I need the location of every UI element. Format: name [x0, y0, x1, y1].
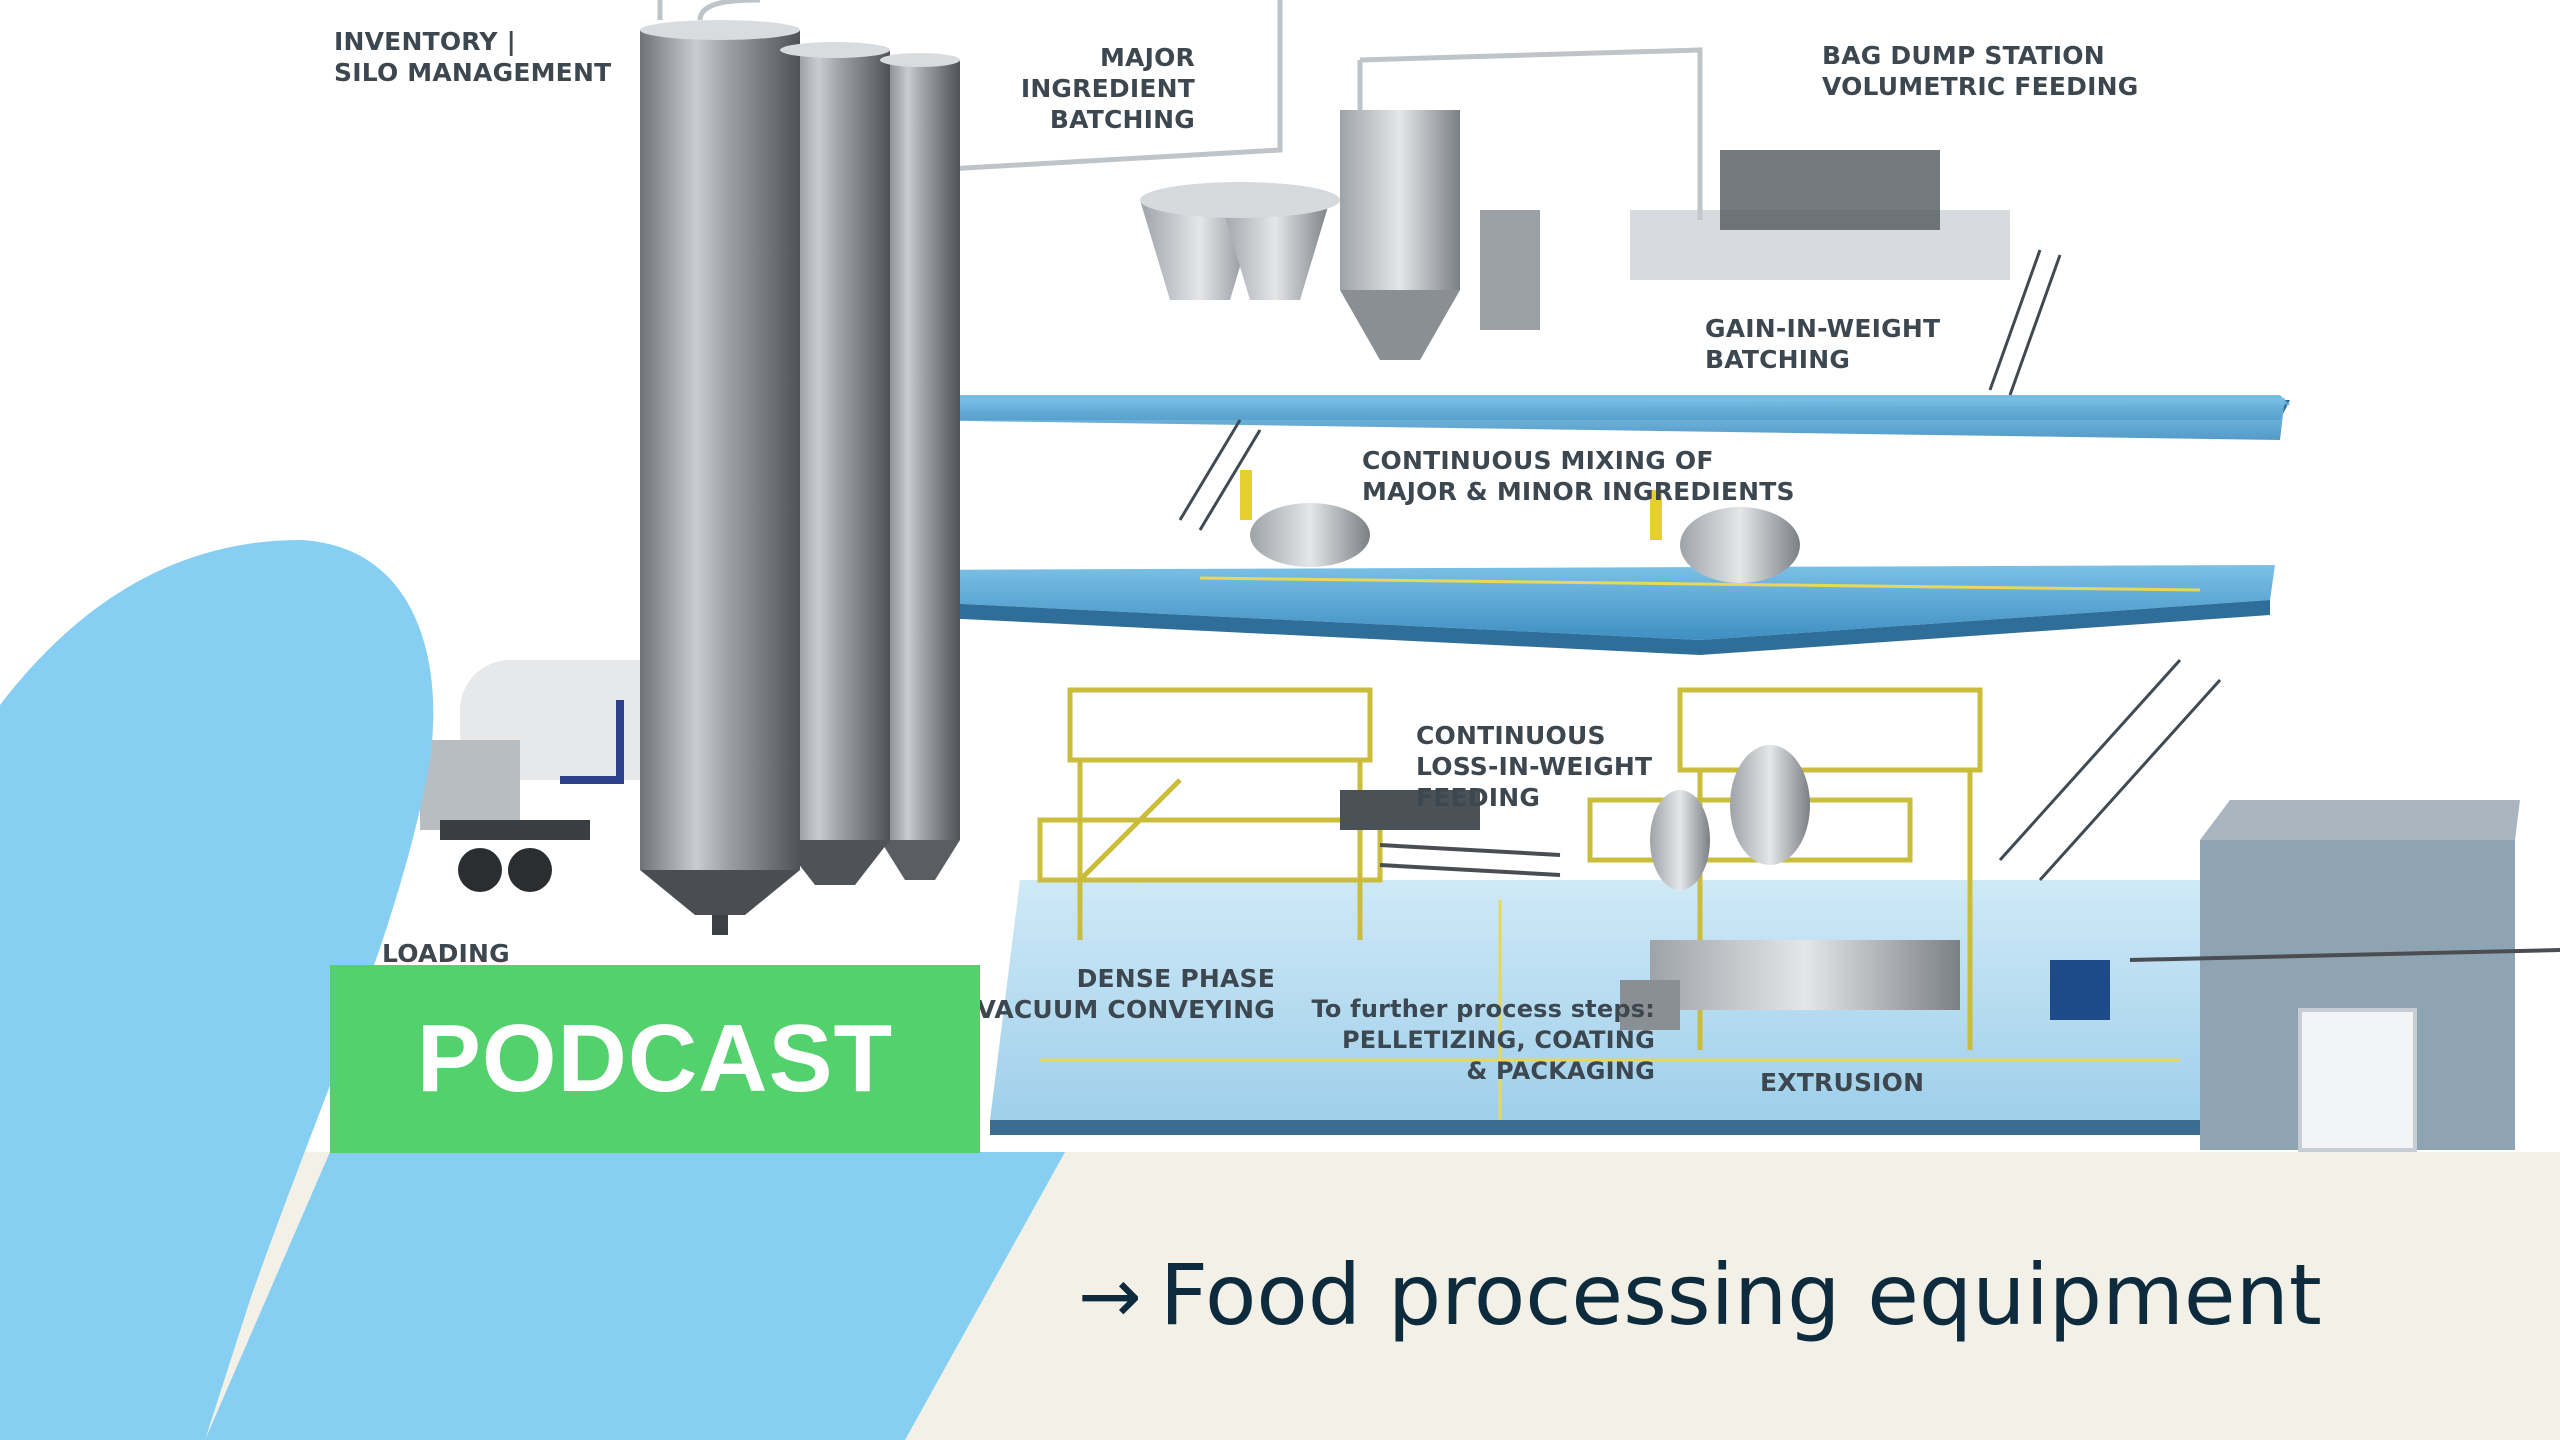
label-bag-dump: BAG DUMP STATION VOLUMETRIC FEEDING	[1822, 41, 2139, 101]
control-room	[2200, 800, 2520, 1152]
plant-illustration	[420, 0, 2560, 1152]
label-dense-phase: DENSE PHASE VACUUM CONVEYING	[976, 964, 1275, 1024]
silos	[640, 20, 960, 935]
middle-floor	[880, 565, 2275, 655]
label-loss-in-weight: CONTINUOUS LOSS-IN-WEIGHT FEEDING	[1416, 721, 1653, 812]
podcast-label: PODCAST	[416, 1005, 894, 1112]
episode-title: → Food processing equipment	[1078, 1240, 2322, 1350]
batching-hoppers	[1140, 110, 2010, 360]
label-further-process: To further process steps: PELLETIZING, C…	[1311, 995, 1655, 1085]
episode-title-text: Food processing equipment	[1159, 1246, 2322, 1344]
mixers	[1240, 470, 1800, 583]
lower-platform-left	[1037, 687, 1383, 940]
label-extrusion: EXTRUSION	[1760, 1068, 1925, 1097]
extrusion-equipment	[1340, 745, 2110, 1030]
label-inventory: INVENTORY | SILO MANAGEMENT	[334, 27, 612, 87]
label-gain-in-weight: GAIN-IN-WEIGHT BATCHING	[1705, 314, 1941, 374]
stairs	[1178, 249, 2222, 882]
rails	[1379, 843, 2560, 962]
label-major-batching: MAJOR INGREDIENT BATCHING	[1020, 43, 1195, 134]
podcast-badge: PODCAST	[330, 965, 980, 1153]
upper-floor	[870, 395, 2290, 440]
label-continuous-mixing: CONTINUOUS MIXING OF MAJOR & MINOR INGRE…	[1362, 446, 1795, 506]
arrow-right-icon: →	[1078, 1250, 1142, 1340]
